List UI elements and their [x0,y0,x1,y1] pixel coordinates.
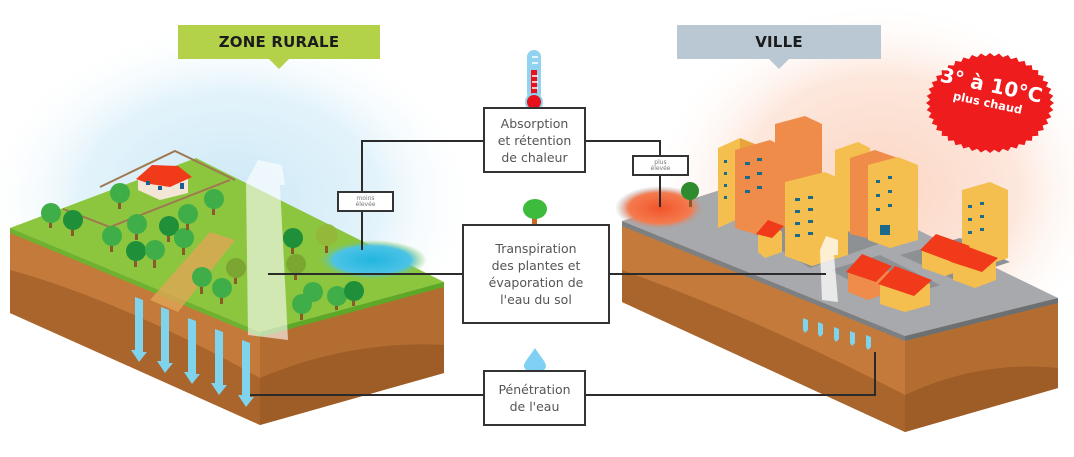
city-evaporation-plume [820,236,838,302]
process-box-penetration: Pénétration de l'eau [483,370,586,426]
connector-lines [250,140,876,396]
process-box-transpiration: Transpiration des plantes et évaporation… [462,224,610,324]
evaporation-plume [246,160,288,340]
tree-icon [523,199,547,225]
buildings [718,116,1008,312]
pond [317,240,427,280]
trees [41,183,364,320]
heat-hotspot [615,186,705,230]
city-tree [681,182,699,207]
rural-terrain-block [10,149,444,425]
tag-rural-heat-lower: moins élevée [337,191,394,212]
farm-house [136,165,192,200]
temperature-badge [926,53,1054,153]
water-drop-icon [524,348,546,373]
city-water-infiltration [803,318,871,350]
water-infiltration-arrows [131,297,254,407]
tag-city-heat-higher: plus élevée [632,155,689,176]
zone-label-rural: ZONE RURALE [178,25,380,69]
zone-label-city: VILLE [677,25,881,69]
thermometer-icon [525,50,543,111]
process-box-absorption: Absorption et rétention de chaleur [483,107,586,173]
